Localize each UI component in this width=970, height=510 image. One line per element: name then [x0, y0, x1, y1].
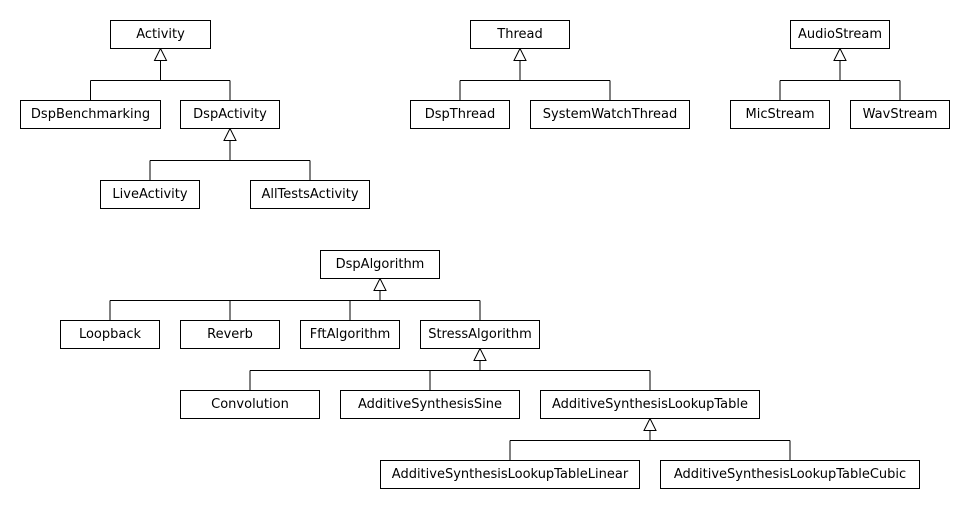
inheritance-stress-algorithm [249, 347, 651, 391]
class-box [730, 100, 830, 129]
class-box [340, 390, 520, 419]
class-box [540, 390, 760, 419]
class-box [180, 320, 280, 349]
class-name: AdditiveSynthesisLookupTableCubic [674, 467, 906, 482]
generalization-arrow-icon [223, 127, 237, 141]
class-name: SystemWatchThread [543, 107, 677, 122]
class-fft-algorithm: FftAlgorithm [300, 320, 400, 349]
class-name: LiveActivity [112, 187, 187, 202]
class-additive-synthesis-lookup-table: AdditiveSynthesisLookupTable [540, 390, 760, 419]
class-live-activity: LiveActivity [100, 180, 200, 209]
class-audio-stream: AudioStream [790, 20, 890, 49]
generalization-arrow-icon [833, 47, 847, 61]
inheritance-thread [459, 47, 611, 101]
class-name: AdditiveSynthesisLookupTable [552, 397, 748, 412]
class-additive-synthesis-lookup-table-cubic: AdditiveSynthesisLookupTableCubic [660, 460, 920, 489]
class-name: AdditiveSynthesisSine [358, 397, 502, 412]
class-box [420, 320, 540, 349]
generalization-arrow-icon [513, 47, 527, 61]
class-loopback: Loopback [60, 320, 160, 349]
class-box [250, 180, 370, 209]
class-wav-stream: WavStream [850, 100, 950, 129]
inheritance-activity [90, 47, 231, 101]
inheritance-edges [90, 47, 901, 461]
inheritance-dsp-activity [149, 127, 311, 181]
class-dsp-benchmarking: DspBenchmarking [20, 100, 161, 129]
class-name: WavStream [863, 107, 938, 122]
class-name: DspActivity [193, 107, 267, 122]
generalization-arrow-icon [373, 277, 387, 291]
class-box [790, 20, 890, 49]
class-box [850, 100, 950, 129]
class-name: Thread [496, 27, 542, 42]
class-system-watch-thread: SystemWatchThread [530, 100, 690, 129]
class-box [100, 180, 200, 209]
class-mic-stream: MicStream [730, 100, 830, 129]
class-name: AllTestsActivity [261, 187, 358, 202]
class-name: FftAlgorithm [310, 327, 391, 342]
class-name: Activity [136, 27, 185, 42]
class-box [60, 320, 160, 349]
inheritance-additive-synthesis-lookup-table [509, 417, 791, 461]
class-box [530, 100, 690, 129]
class-box [470, 20, 570, 49]
class-additive-synthesis-lookup-table-linear: AdditiveSynthesisLookupTableLinear [380, 460, 640, 489]
generalization-arrow-icon [153, 47, 168, 61]
class-name: DspThread [425, 107, 496, 122]
class-box [110, 20, 211, 49]
class-reverb: Reverb [180, 320, 280, 349]
class-thread: Thread [470, 20, 570, 49]
generalization-arrow-icon [473, 347, 487, 361]
inheritance-audio-stream [779, 47, 901, 101]
class-name: DspAlgorithm [336, 257, 425, 272]
class-name: StressAlgorithm [428, 327, 532, 342]
class-box [320, 250, 440, 279]
class-name: DspBenchmarking [31, 107, 150, 122]
class-name: Loopback [79, 327, 142, 342]
class-box [380, 460, 640, 489]
class-box [180, 390, 320, 419]
class-dsp-algorithm: DspAlgorithm [320, 250, 440, 279]
inheritance-dsp-algorithm [109, 277, 481, 321]
class-dsp-thread: DspThread [410, 100, 510, 129]
class-name: MicStream [745, 107, 814, 122]
class-dsp-activity: DspActivity [180, 100, 280, 129]
class-box [660, 460, 920, 489]
class-activity: Activity [110, 20, 211, 49]
class-additive-synthesis-sine: AdditiveSynthesisSine [340, 390, 520, 419]
class-box [180, 100, 280, 129]
class-convolution: Convolution [180, 390, 320, 419]
class-name: Reverb [207, 327, 253, 342]
class-all-tests-activity: AllTestsActivity [250, 180, 370, 209]
class-name: AudioStream [798, 27, 882, 42]
class-name: AdditiveSynthesisLookupTableLinear [392, 467, 629, 482]
class-box [410, 100, 510, 129]
class-box [20, 100, 161, 129]
class-name: Convolution [211, 397, 289, 412]
class-stress-algorithm: StressAlgorithm [420, 320, 540, 349]
generalization-arrow-icon [643, 417, 657, 431]
class-box [300, 320, 400, 349]
